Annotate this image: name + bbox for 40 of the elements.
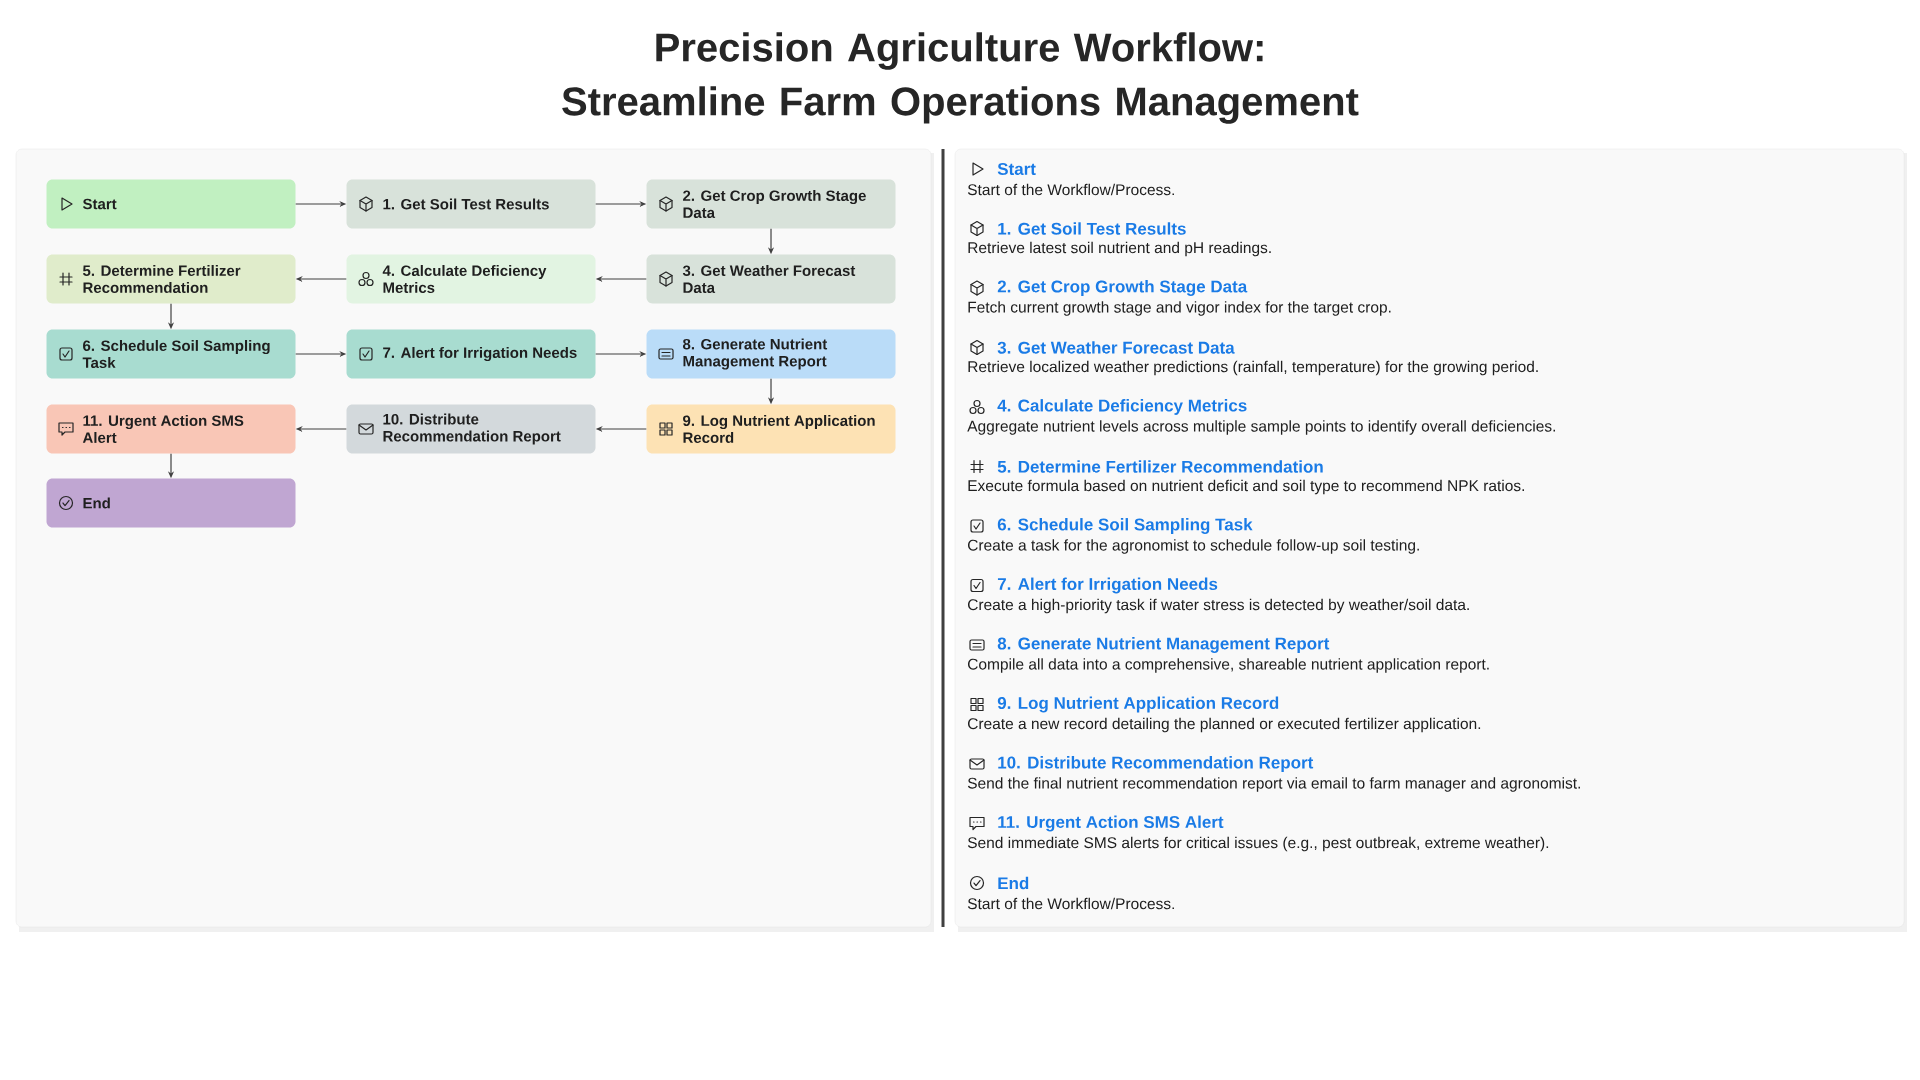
step-heading: 2. Get Crop Growth Stage Data [997,280,1248,296]
step-description: Retrieve localized weather predictions (rainfall, temperature) for the growing period. [968,360,1538,376]
process-box: 8. Generate Nutrient Management Report [646,329,896,379]
title: Precision Agriculture Workflow: Streamline Farm Operations Management [562,32,1359,124]
process-box: End [46,478,296,528]
step-heading: 3. Get Weather Forecast Data [997,341,1235,354]
step-heading: 9. Log Nutrient Application Record [997,696,1279,713]
step-description: Create a task for the agronomist to schedule follow-up soil testing. [968,539,1419,554]
step-description: Retrieve latest soil nutrient and pH readings. [968,241,1271,257]
process-box: 6. Schedule Soil Sampling Task [46,329,296,379]
step-heading: 10. Distribute Recommendation Report [998,756,1314,772]
step-description: Aggregate nutrient levels across multiple sample points to identify overall deficiencies. [967,420,1555,435]
step-heading: Start [997,163,1036,176]
step-description: Compile all data into a comprehensive, shareable nutrient application report. [968,658,1489,673]
step-heading: 1. Get Soil Test Results [998,222,1186,235]
process-box: 10. Distribute Recommendation Report [346,404,596,454]
step-description: Send the final nutrient recommendation report via email to farm manager and agronomist. [967,777,1580,792]
process-box: 2. Get Crop Growth Stage Data [646,179,896,229]
process-box: 5. Determine Fertilizer Recommendation [46,254,296,304]
step-description: Create a new record detailing the planned or executed fertilizer application. [968,717,1481,733]
step-heading: 6. Schedule Soil Sampling Task [997,518,1253,534]
step-heading: End [998,876,1029,890]
step-description: Start of the Workflow/Process. [967,897,1174,910]
process-box: 11. Urgent Action SMS Alert [46,404,296,454]
step-heading: 5. Determine Fertilizer Recommendation [997,460,1323,473]
process-box: Start [46,179,296,229]
step-description: Start of the Workflow/Process. [967,183,1174,196]
step-description: Create a high-priority task if water stress is detected by weather/soil data. [968,598,1469,614]
step-description: Execute formula based on nutrient deficit and soil type to recommend NPK ratios. [968,479,1524,495]
step-description: Send immediate SMS alerts for critical issues (e.g., pest outbreak, extreme weather). [967,836,1549,852]
step-heading: 7. Alert for Irrigation Needs [997,577,1218,594]
step-description: Fetch current growth stage and vigor index for the target crop. [968,301,1391,316]
step-heading: 4. Calculate Deficiency Metrics [997,399,1247,415]
process-box: 4. Calculate Deficiency Metrics [346,254,596,304]
process-box: 9. Log Nutrient Application Record [646,404,896,454]
process-box: 3. Get Weather Forecast Data [646,254,896,304]
process-box: 1. Get Soil Test Results [346,179,596,229]
step-heading: 8. Generate Nutrient Management Report [997,637,1330,653]
step-heading: 11. Urgent Action SMS Alert [998,815,1224,832]
process-box: 7. Alert for Irrigation Needs [346,329,596,379]
